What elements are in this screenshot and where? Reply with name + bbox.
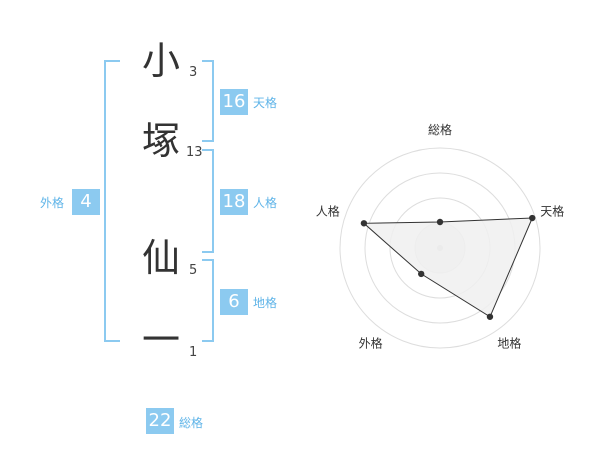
soukaku-value: 22 [146, 408, 174, 434]
jinkaku-label: 人格 [253, 196, 278, 210]
tenkaku-label: 天格 [253, 96, 278, 110]
radar-point-5 [360, 220, 368, 227]
tenkaku-value: 16 [220, 89, 248, 115]
radar-axis-label-3: 地格 [497, 336, 521, 351]
radar-area [362, 217, 534, 318]
chikaku-value: 6 [220, 289, 248, 315]
name-char-4: 一 [141, 318, 180, 362]
radar-point-3 [486, 313, 494, 320]
gaikaku-bracket [104, 60, 120, 342]
name-char-1: 小 [141, 39, 180, 83]
tenkaku-bracket [202, 60, 214, 142]
stroke-count-4: 1 [189, 345, 198, 360]
chikaku-bracket [202, 259, 214, 342]
soukaku-label: 総格 [179, 416, 204, 430]
radar-point-2 [529, 214, 536, 222]
stroke-count-2: 13 [186, 145, 203, 160]
radar-point-4 [417, 270, 425, 278]
radar-axis-label-4: 外格 [359, 336, 383, 351]
radar-axis-label-1: 総格 [428, 122, 452, 137]
chikaku-label: 地格 [253, 296, 278, 310]
name-char-3: 仙 [141, 236, 180, 280]
radar-points [360, 214, 536, 320]
stroke-count-3: 5 [189, 263, 198, 278]
gaikaku-value: 4 [72, 189, 100, 215]
radar-axis-label-5: 人格 [316, 204, 340, 219]
radar-point-1 [436, 218, 444, 226]
stroke-count-1: 3 [189, 65, 198, 80]
jinkaku-bracket [202, 149, 214, 253]
jinkaku-value: 18 [220, 189, 248, 215]
name-char-2: 塚 [141, 119, 180, 163]
gaikaku-label: 外格 [40, 196, 65, 210]
radar-axis-label-2: 天格 [540, 204, 564, 219]
radar-ring-4 [339, 147, 541, 349]
